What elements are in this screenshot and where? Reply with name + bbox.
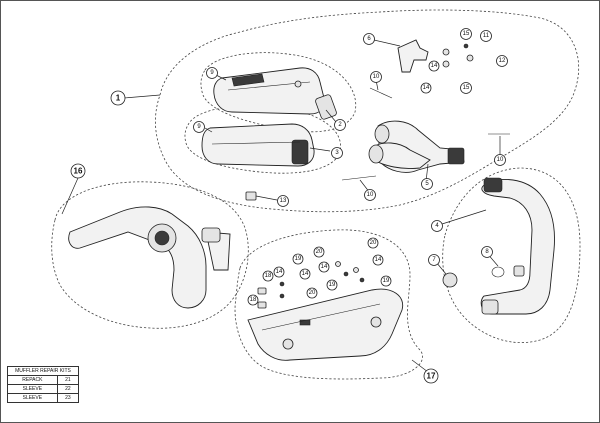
kit-code: 21 xyxy=(56,375,80,385)
callout-19-b: 19 xyxy=(326,279,338,291)
callout-16: 16 xyxy=(70,163,86,179)
callout-11: 11 xyxy=(480,30,492,42)
callout-17: 17 xyxy=(423,368,439,384)
clip xyxy=(245,191,257,201)
svg-text:2: 2 xyxy=(338,122,342,128)
springs xyxy=(341,87,510,181)
callout-3: 3 xyxy=(331,147,343,159)
callout-18-a: 18 xyxy=(262,270,274,282)
muffler-upper xyxy=(213,67,337,120)
callout-20-b: 20 xyxy=(367,237,379,249)
svg-text:16: 16 xyxy=(74,167,83,176)
callout-9-upper: 9 xyxy=(206,67,218,79)
callout-15-b: 15 xyxy=(460,82,472,94)
callout-15-a: 15 xyxy=(460,28,472,40)
svg-text:14: 14 xyxy=(375,257,382,263)
svg-text:14: 14 xyxy=(302,271,309,277)
kit-name: SLEEVE xyxy=(7,384,58,394)
svg-text:14: 14 xyxy=(321,264,328,270)
callout-14-shield-d: 14 xyxy=(273,266,285,278)
svg-text:20: 20 xyxy=(309,290,316,296)
callout-8: 8 xyxy=(481,246,493,258)
svg-text:6: 6 xyxy=(367,36,371,42)
callout-19-a: 19 xyxy=(292,253,304,265)
callout-19-c: 19 xyxy=(380,275,392,287)
group-outline-17 xyxy=(234,229,423,380)
svg-text:14: 14 xyxy=(423,85,430,91)
svg-text:4: 4 xyxy=(435,223,439,229)
callout-10-right: 10 xyxy=(494,154,506,166)
header-pipe-left xyxy=(68,206,231,309)
bracket xyxy=(397,39,474,73)
svg-text:19: 19 xyxy=(383,278,390,284)
leader-lines xyxy=(61,39,501,376)
callout-5: 5 xyxy=(421,178,433,190)
svg-text:1: 1 xyxy=(116,94,121,103)
svg-text:19: 19 xyxy=(295,256,302,262)
svg-text:3: 3 xyxy=(335,150,339,156)
svg-text:5: 5 xyxy=(425,181,429,187)
svg-text:19: 19 xyxy=(329,282,336,288)
callout-14-shield-c: 14 xyxy=(372,254,384,266)
svg-text:13: 13 xyxy=(280,198,287,204)
callout-1: 1 xyxy=(110,90,126,106)
svg-text:15: 15 xyxy=(463,85,470,91)
callout-13: 13 xyxy=(277,195,289,207)
clamp-and-gasket xyxy=(442,265,525,288)
heat-shield xyxy=(247,288,404,361)
callout-20-a: 20 xyxy=(313,246,325,258)
svg-text:8: 8 xyxy=(485,249,489,255)
group-outline-9a xyxy=(200,52,357,133)
callout-6: 6 xyxy=(363,33,375,45)
y-pipe xyxy=(368,120,465,173)
callout-20-c: 20 xyxy=(306,287,318,299)
callout-18-b: 18 xyxy=(247,294,259,306)
svg-text:17: 17 xyxy=(427,372,436,381)
muffler-lower xyxy=(201,123,315,167)
kit-name: REPACK xyxy=(7,375,58,385)
header-pipe-right xyxy=(480,177,555,315)
group-outline-16 xyxy=(51,181,249,329)
svg-text:9: 9 xyxy=(210,70,214,76)
group-outline-1 xyxy=(155,9,580,213)
callout-9-lower: 9 xyxy=(193,121,205,133)
svg-text:15: 15 xyxy=(463,31,470,37)
callout-14-shield-b: 14 xyxy=(318,261,330,273)
svg-text:14: 14 xyxy=(276,269,283,275)
callout-14-shield-a: 14 xyxy=(299,268,311,280)
svg-text:14: 14 xyxy=(431,63,438,69)
callout-4: 4 xyxy=(431,220,443,232)
callout-7: 7 xyxy=(428,254,440,266)
callout-12: 12 xyxy=(496,55,508,67)
kit-name: SLEEVE xyxy=(7,393,58,403)
svg-text:11: 11 xyxy=(483,33,490,39)
svg-text:18: 18 xyxy=(250,297,257,303)
callout-10-middle: 10 xyxy=(364,189,376,201)
svg-text:20: 20 xyxy=(316,249,323,255)
callout-14-bracket-a: 14 xyxy=(428,60,440,72)
repair-kits-title: MUFFLER REPAIR KITS xyxy=(7,366,79,376)
svg-text:9: 9 xyxy=(197,124,201,130)
svg-text:18: 18 xyxy=(265,273,272,279)
svg-text:10: 10 xyxy=(497,157,504,163)
svg-text:12: 12 xyxy=(499,58,506,64)
group-outline-4 xyxy=(442,167,581,344)
callout-14-bracket-b: 14 xyxy=(420,82,432,94)
shield-hardware xyxy=(257,261,365,309)
callout-2: 2 xyxy=(334,119,346,131)
callout-10-top: 10 xyxy=(370,71,382,83)
svg-text:20: 20 xyxy=(370,240,377,246)
svg-text:10: 10 xyxy=(367,192,374,198)
svg-text:7: 7 xyxy=(432,257,436,263)
kit-code: 22 xyxy=(56,384,80,394)
kit-code: 23 xyxy=(56,393,80,403)
svg-text:10: 10 xyxy=(373,74,380,80)
